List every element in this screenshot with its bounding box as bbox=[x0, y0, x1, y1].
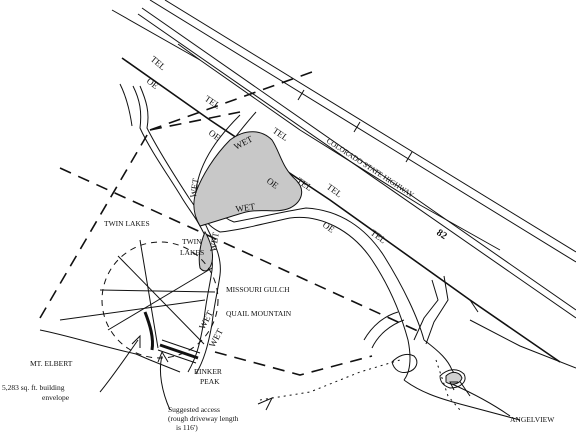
label-oe-2: OE bbox=[207, 128, 223, 143]
label-tel-5: TEL bbox=[325, 182, 344, 200]
label-access-2: (rough driveway length bbox=[168, 414, 239, 423]
overhead-electric-line bbox=[121, 57, 561, 363]
label-wet-4: WET bbox=[208, 231, 221, 252]
label-access-1: Suggested access bbox=[168, 405, 220, 414]
label-oe-1: OE bbox=[145, 76, 161, 92]
label-angelview: ANGELVIEW bbox=[510, 415, 555, 424]
label-rinker-1: RINKER bbox=[194, 367, 222, 376]
leader-arrows bbox=[99, 334, 511, 417]
building-footprint-arc bbox=[143, 311, 154, 351]
label-mt-elbert: MT. ELBERT bbox=[30, 359, 73, 368]
map-labels: TEL OE TEL OE TEL WET WET OE TEL TEL WET… bbox=[2, 54, 555, 432]
arrow-angelview-head bbox=[449, 381, 458, 391]
label-tel-1: TEL bbox=[149, 54, 168, 72]
arrow-building-head bbox=[131, 334, 141, 348]
suggested-driveway bbox=[157, 339, 201, 364]
label-tel-3: TEL bbox=[271, 125, 290, 143]
label-building-1: 5,283 sq. ft. building bbox=[2, 383, 65, 392]
label-missouri-gulch: MISSOURI GULCH bbox=[226, 285, 290, 294]
label-twin-lakes-lower-2: LAKES bbox=[180, 248, 204, 257]
label-wet-6: WET bbox=[207, 327, 225, 349]
label-twin-lakes-upper: TWIN LAKES bbox=[104, 219, 150, 228]
wetland-polygon bbox=[193, 131, 303, 227]
label-rinker-2: PEAK bbox=[200, 377, 220, 386]
wetland-area bbox=[193, 131, 303, 272]
arrow-access-leader bbox=[159, 355, 171, 411]
label-access-3: is 116') bbox=[176, 423, 198, 432]
highway-ticks bbox=[297, 89, 413, 163]
label-wet-3: WET bbox=[235, 201, 256, 214]
label-highway-number: 82 bbox=[434, 227, 448, 242]
arrow-building-leader bbox=[99, 339, 139, 393]
label-quail-mountain: QUAIL MOUNTAIN bbox=[226, 309, 292, 318]
label-wet-2: WET bbox=[188, 177, 201, 198]
arrow-south-head bbox=[257, 397, 274, 411]
label-building-2: envelope bbox=[42, 393, 70, 402]
arrow-angelview-leader bbox=[451, 383, 511, 417]
property-boundary bbox=[39, 71, 421, 376]
lower-trails bbox=[259, 353, 466, 411]
telephone-line bbox=[111, 9, 501, 251]
label-tel-6: TEL bbox=[369, 228, 388, 246]
label-twin-lakes-lower-1: TWIN bbox=[182, 237, 202, 246]
arrow-access-head bbox=[157, 350, 169, 363]
